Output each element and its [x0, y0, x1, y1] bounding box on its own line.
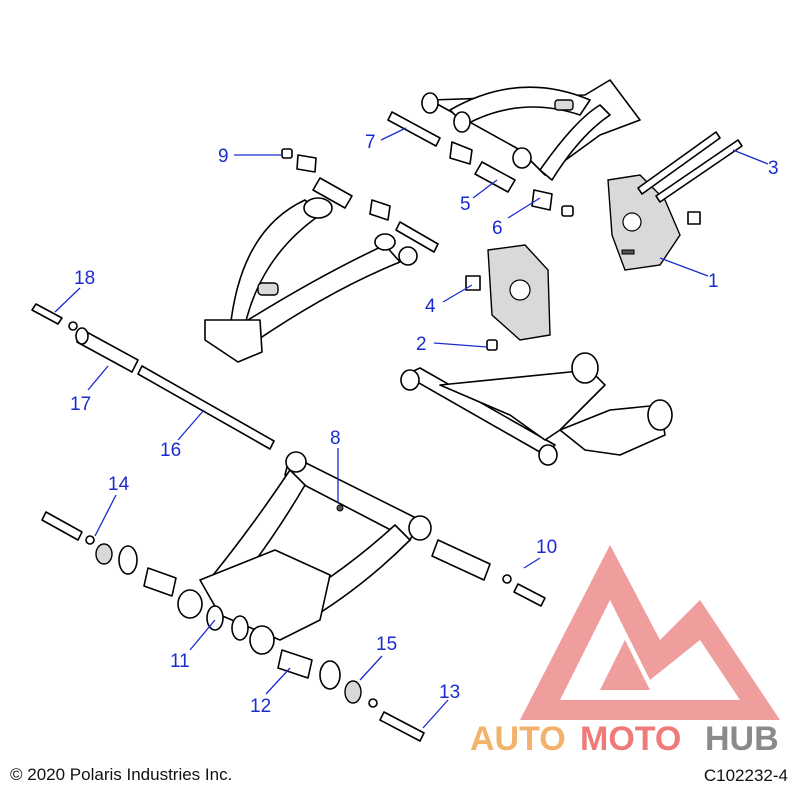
callout-16: 16 [160, 440, 181, 461]
sleeve-17 [75, 327, 139, 373]
callout-12: 12 [250, 696, 271, 717]
callout-7: 7 [365, 132, 376, 153]
lower-a-arm-right [400, 352, 673, 466]
callout-11: 11 [170, 651, 190, 672]
mount-bracket-center [465, 244, 551, 341]
small-hardware [31, 111, 574, 742]
bolts-3 [637, 131, 743, 203]
callout-labels: 1 2 3 4 5 6 7 8 9 10 11 12 13 14 15 16 1… [70, 132, 779, 717]
callout-14: 14 [108, 474, 130, 495]
callout-1: 1 [708, 271, 719, 292]
watermark-hub: HUB [705, 720, 779, 758]
callout-8: 8 [330, 428, 341, 449]
pivot-shaft-16 [137, 365, 275, 450]
watermark-text: AUTO MOTO HUB [470, 720, 779, 758]
callout-5: 5 [460, 194, 471, 215]
callout-2: 2 [416, 334, 427, 355]
copyright-notice: © 2020 Polaris Industries Inc. [10, 765, 233, 784]
callout-10: 10 [536, 537, 557, 558]
callout-15: 15 [376, 634, 397, 655]
callout-6: 6 [492, 218, 503, 239]
callout-13: 13 [439, 682, 460, 703]
callout-17: 17 [70, 394, 91, 415]
upper-a-arm-right [421, 79, 641, 181]
mount-bracket-right [607, 174, 701, 271]
callout-4: 4 [425, 296, 436, 317]
watermark-auto: AUTO [470, 720, 566, 758]
callout-leaders [54, 127, 769, 729]
callout-9: 9 [218, 146, 229, 167]
upper-a-arm-left [204, 197, 418, 363]
trailing-arm-frame [199, 451, 432, 641]
drawing-number: C102232-4 [703, 766, 788, 785]
watermark-moto: MOTO [580, 720, 681, 758]
callout-18: 18 [74, 268, 95, 289]
watermark-logo [520, 545, 780, 720]
callout-3: 3 [768, 158, 779, 179]
